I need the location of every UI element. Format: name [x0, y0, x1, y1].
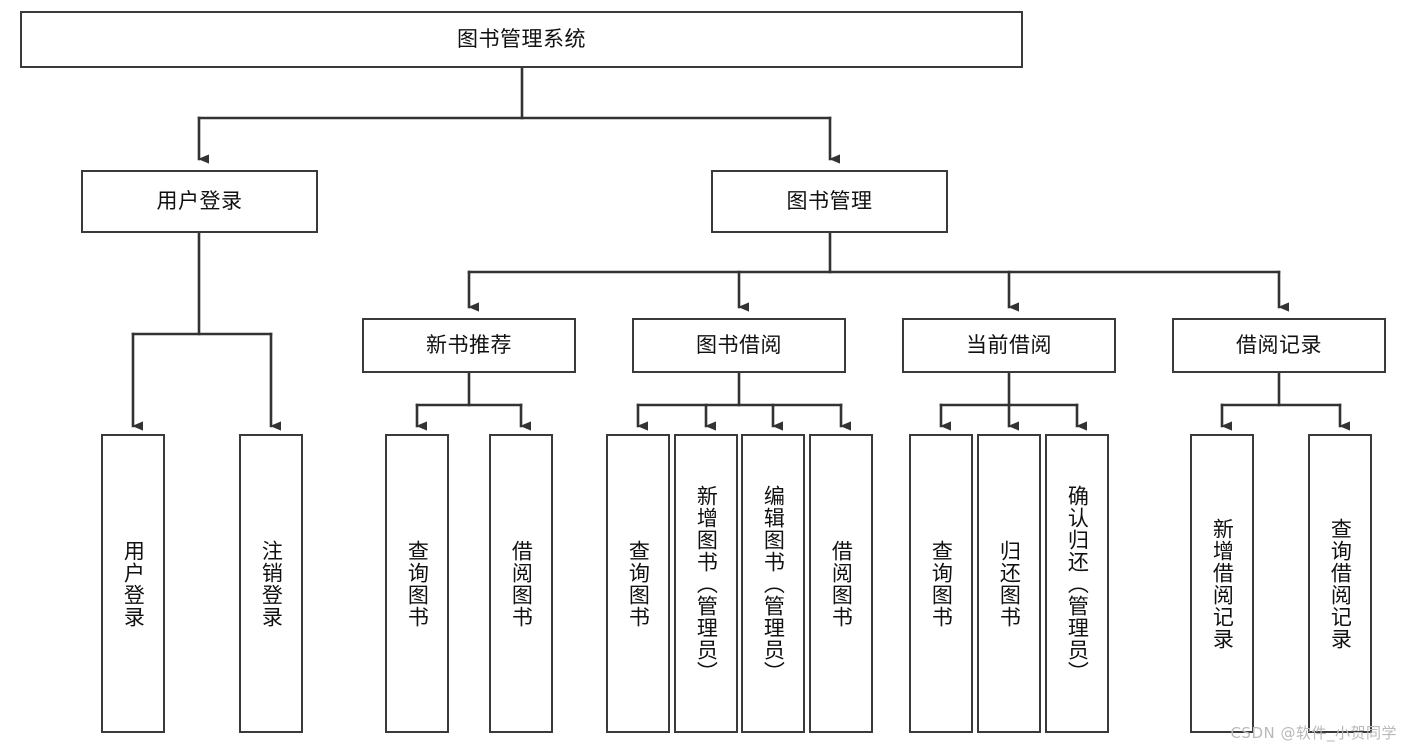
node-book-borrow[interactable]: 图书借阅 [632, 318, 846, 373]
node-label: 借阅图书 [829, 539, 854, 628]
node-label: 当前借阅 [966, 333, 1052, 358]
node-label: 编辑图书（管理员） [761, 484, 786, 683]
node-label: 新增图书（管理员） [694, 484, 719, 683]
node-label: 新书推荐 [426, 333, 512, 358]
leaf-current-confirm-return-admin[interactable]: 确认归还（管理员） [1045, 434, 1109, 733]
leaf-recommend-borrow-book[interactable]: 借阅图书 [489, 434, 553, 733]
node-label: 图书管理 [786, 189, 873, 214]
leaf-user-login-login[interactable]: 用户登录 [101, 434, 165, 733]
leaf-current-query-book[interactable]: 查询图书 [909, 434, 973, 733]
watermark-text: CSDN @软件_小贺同学 [1230, 724, 1397, 742]
node-label: 查询图书 [929, 539, 954, 628]
node-label: 图书借阅 [696, 333, 782, 358]
node-label: 查询借阅记录 [1328, 517, 1353, 650]
node-label: 借阅记录 [1236, 333, 1322, 358]
node-book-management[interactable]: 图书管理 [711, 170, 948, 233]
node-new-book-recommend[interactable]: 新书推荐 [362, 318, 576, 373]
node-borrow-record[interactable]: 借阅记录 [1172, 318, 1386, 373]
node-root-library-system[interactable]: 图书管理系统 [20, 11, 1023, 68]
leaf-record-query-record[interactable]: 查询借阅记录 [1308, 434, 1372, 733]
leaf-borrow-edit-book-admin[interactable]: 编辑图书（管理员） [741, 434, 805, 733]
leaf-borrow-add-book-admin[interactable]: 新增图书（管理员） [674, 434, 738, 733]
leaf-recommend-query-book[interactable]: 查询图书 [385, 434, 449, 733]
node-label: 用户登录 [121, 539, 146, 628]
node-label: 注销登录 [259, 539, 284, 628]
node-label: 查询图书 [405, 539, 430, 628]
node-label: 归还图书 [997, 539, 1022, 628]
node-label: 新增借阅记录 [1210, 517, 1235, 650]
leaf-current-return-book[interactable]: 归还图书 [977, 434, 1041, 733]
node-current-borrow[interactable]: 当前借阅 [902, 318, 1116, 373]
leaf-record-add-record[interactable]: 新增借阅记录 [1190, 434, 1254, 733]
leaf-borrow-borrow-book[interactable]: 借阅图书 [809, 434, 873, 733]
leaf-user-login-logout[interactable]: 注销登录 [239, 434, 303, 733]
node-label: 查询图书 [626, 539, 651, 628]
node-label: 用户登录 [156, 189, 243, 214]
node-label: 借阅图书 [509, 539, 534, 628]
leaf-borrow-query-book[interactable]: 查询图书 [606, 434, 670, 733]
node-label: 图书管理系统 [457, 27, 586, 52]
node-label: 确认归还（管理员） [1065, 484, 1090, 683]
node-user-login[interactable]: 用户登录 [81, 170, 318, 233]
